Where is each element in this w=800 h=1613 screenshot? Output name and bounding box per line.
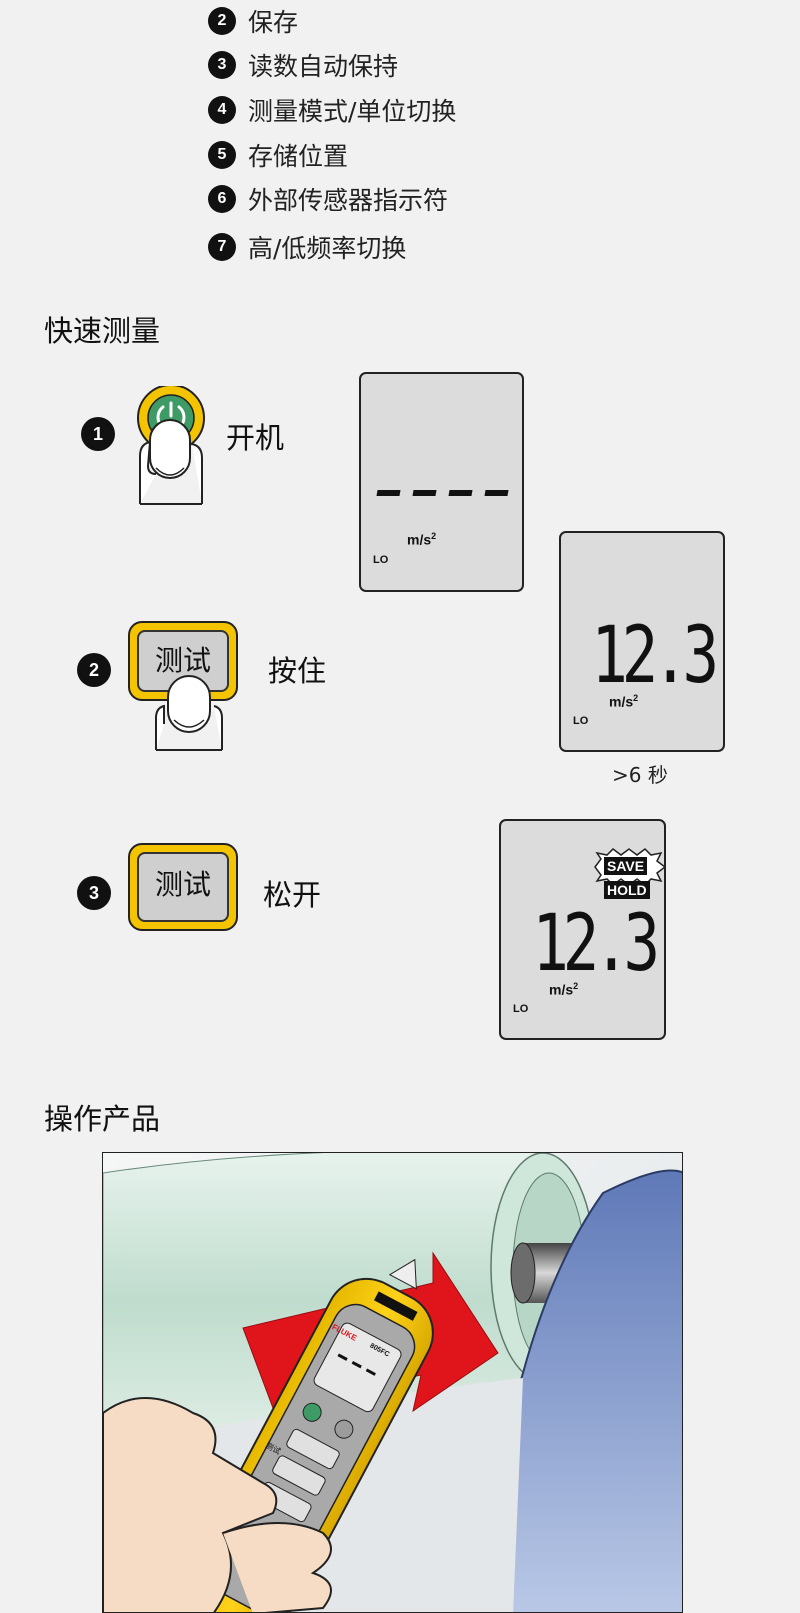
- lcd-range: LO: [573, 715, 589, 727]
- legend-item: 6 外部传感器指示符: [208, 182, 448, 216]
- legend-number: 4: [208, 96, 236, 124]
- legend-item: 2 保存: [208, 4, 298, 38]
- machine-scene: [103, 1153, 682, 1612]
- legend-number: 7: [208, 233, 236, 261]
- quick-measure-heading: 快速测量: [44, 314, 161, 348]
- legend-label: 保存: [248, 8, 299, 37]
- power-button-press-icon: [134, 384, 214, 506]
- legend-number: 3: [208, 51, 236, 79]
- lcd-range: LO: [373, 554, 389, 566]
- lcd-unit: m/s2: [609, 693, 639, 710]
- test-button-label: 测试: [154, 644, 211, 677]
- legend-item: 3 读数自动保持: [208, 48, 398, 82]
- step-number: 2: [77, 653, 111, 687]
- step-label: 按住: [268, 654, 327, 688]
- save-indicator: SAVE: [604, 857, 648, 875]
- lcd-unit: m/s2: [407, 531, 437, 548]
- operation-illustration: FLUKE 805FC 测试: [102, 1152, 683, 1613]
- legend-number: 2: [208, 7, 236, 35]
- legend-item: 5 存储位置: [208, 138, 348, 172]
- hold-duration-caption: >6 秒: [612, 763, 668, 787]
- lcd-screen-released: SAVE HOLD 12.3 m/s2 LO: [499, 819, 667, 1040]
- step-label: 开机: [226, 421, 285, 455]
- lcd-reading: 12.3: [591, 611, 719, 701]
- test-button-illustration: 测试: [128, 843, 238, 931]
- legend-item: 4 测量模式/单位切换: [208, 93, 456, 127]
- step-label: 松开: [263, 878, 322, 912]
- test-button-label: 测试: [154, 868, 211, 901]
- lcd-screen-initial: m/s2 LO: [359, 372, 524, 592]
- hold-indicator: HOLD: [604, 881, 650, 899]
- legend-number: 6: [208, 185, 236, 213]
- operate-heading: 操作产品: [44, 1102, 161, 1136]
- legend-label: 外部传感器指示符: [248, 186, 449, 215]
- legend-label: 存储位置: [248, 142, 349, 171]
- lcd-unit: m/s2: [549, 981, 579, 998]
- legend-item: 7 高/低频率切换: [208, 230, 406, 264]
- step-number: 1: [81, 417, 115, 451]
- step-number: 3: [77, 876, 111, 910]
- lcd-reading: 12.3: [532, 899, 660, 989]
- legend-number: 5: [208, 141, 236, 169]
- lcd-range: LO: [513, 1003, 529, 1015]
- legend-label: 读数自动保持: [248, 52, 399, 81]
- lcd-screen-holding: 12.3 m/s2 LO: [559, 531, 725, 752]
- legend-label: 测量模式/单位切换: [248, 97, 457, 126]
- finger-press-icon: [152, 672, 228, 752]
- legend-label: 高/低频率切换: [248, 234, 407, 263]
